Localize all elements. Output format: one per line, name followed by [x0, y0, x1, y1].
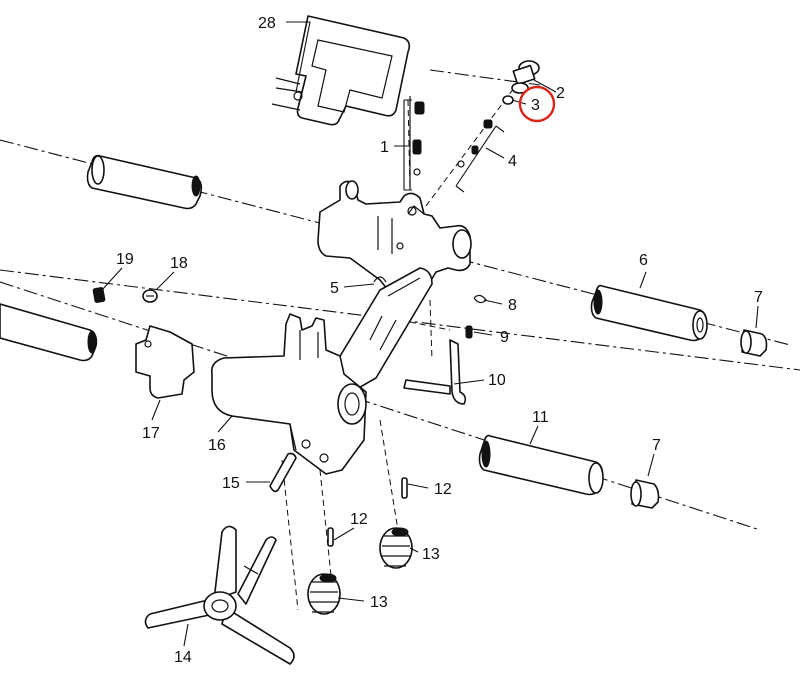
screw-part-9: [465, 325, 473, 339]
upper-frame: [317, 180, 472, 301]
callout-8: 8: [508, 297, 517, 314]
callout-19: 19: [116, 251, 134, 268]
callout-16: 16: [208, 437, 226, 454]
callout-11: 11: [532, 409, 549, 426]
callout-9: 9: [500, 329, 509, 346]
spring-pin-part-19: [92, 287, 106, 303]
callout-10: 10: [488, 372, 506, 389]
shaft-left-lower: [0, 303, 98, 362]
callout-5: 5: [330, 280, 339, 297]
pin-part-12-right: [401, 477, 408, 499]
callout-3: 3: [531, 97, 540, 114]
washer-part-3: [502, 95, 514, 105]
main-arm: [321, 267, 433, 395]
roller-part-11: [478, 434, 604, 496]
callout-4: 4: [508, 153, 517, 170]
knob-part-14: [144, 525, 295, 665]
callout-18: 18: [170, 255, 188, 272]
clip-part-5: [373, 276, 387, 283]
pin-part-12-left: [327, 527, 334, 547]
callout-7-lower: 7: [652, 437, 661, 454]
bolt-part-2: [511, 60, 540, 94]
roller-part-6: [590, 284, 708, 342]
screw-part-18: [142, 289, 158, 303]
callout-12-left: 12: [350, 511, 368, 528]
callout-28: 28: [258, 15, 276, 32]
callout-7-upper: 7: [754, 289, 763, 306]
callout-12-right: 12: [434, 481, 452, 498]
end-cap-part-7-lower: [630, 479, 660, 509]
callout-6: 6: [639, 252, 648, 269]
bracket-part-17: [135, 325, 195, 399]
callout-2: 2: [556, 85, 565, 102]
clip-part-8: [473, 294, 487, 304]
housing-part-16: [210, 313, 367, 475]
end-cap-part-7-upper: [740, 329, 768, 357]
callout-labels: 28 2 3 1 4 19 18 6 7 5 8 9 10 11 7 17 16…: [116, 15, 763, 666]
gear-part-13-left: [307, 573, 341, 615]
callout-14: 14: [174, 649, 192, 666]
callout-leaders: [101, 21, 759, 647]
pin-part-15: [269, 452, 297, 493]
screw-set-part-4: [457, 119, 493, 168]
shaft-left-upper: [86, 154, 203, 210]
callout-13-right: 13: [422, 546, 440, 563]
highlight-circle-part-3: [518, 85, 556, 123]
callout-1: 1: [380, 139, 389, 156]
callout-17: 17: [142, 425, 160, 442]
handle-part-28: [271, 15, 411, 126]
set-screw-part-1: [409, 96, 425, 190]
callout-13-left: 13: [370, 594, 388, 611]
l-pin-part-10: [403, 339, 467, 405]
callout-15: 15: [222, 475, 240, 492]
gear-part-13-right: [379, 527, 413, 569]
